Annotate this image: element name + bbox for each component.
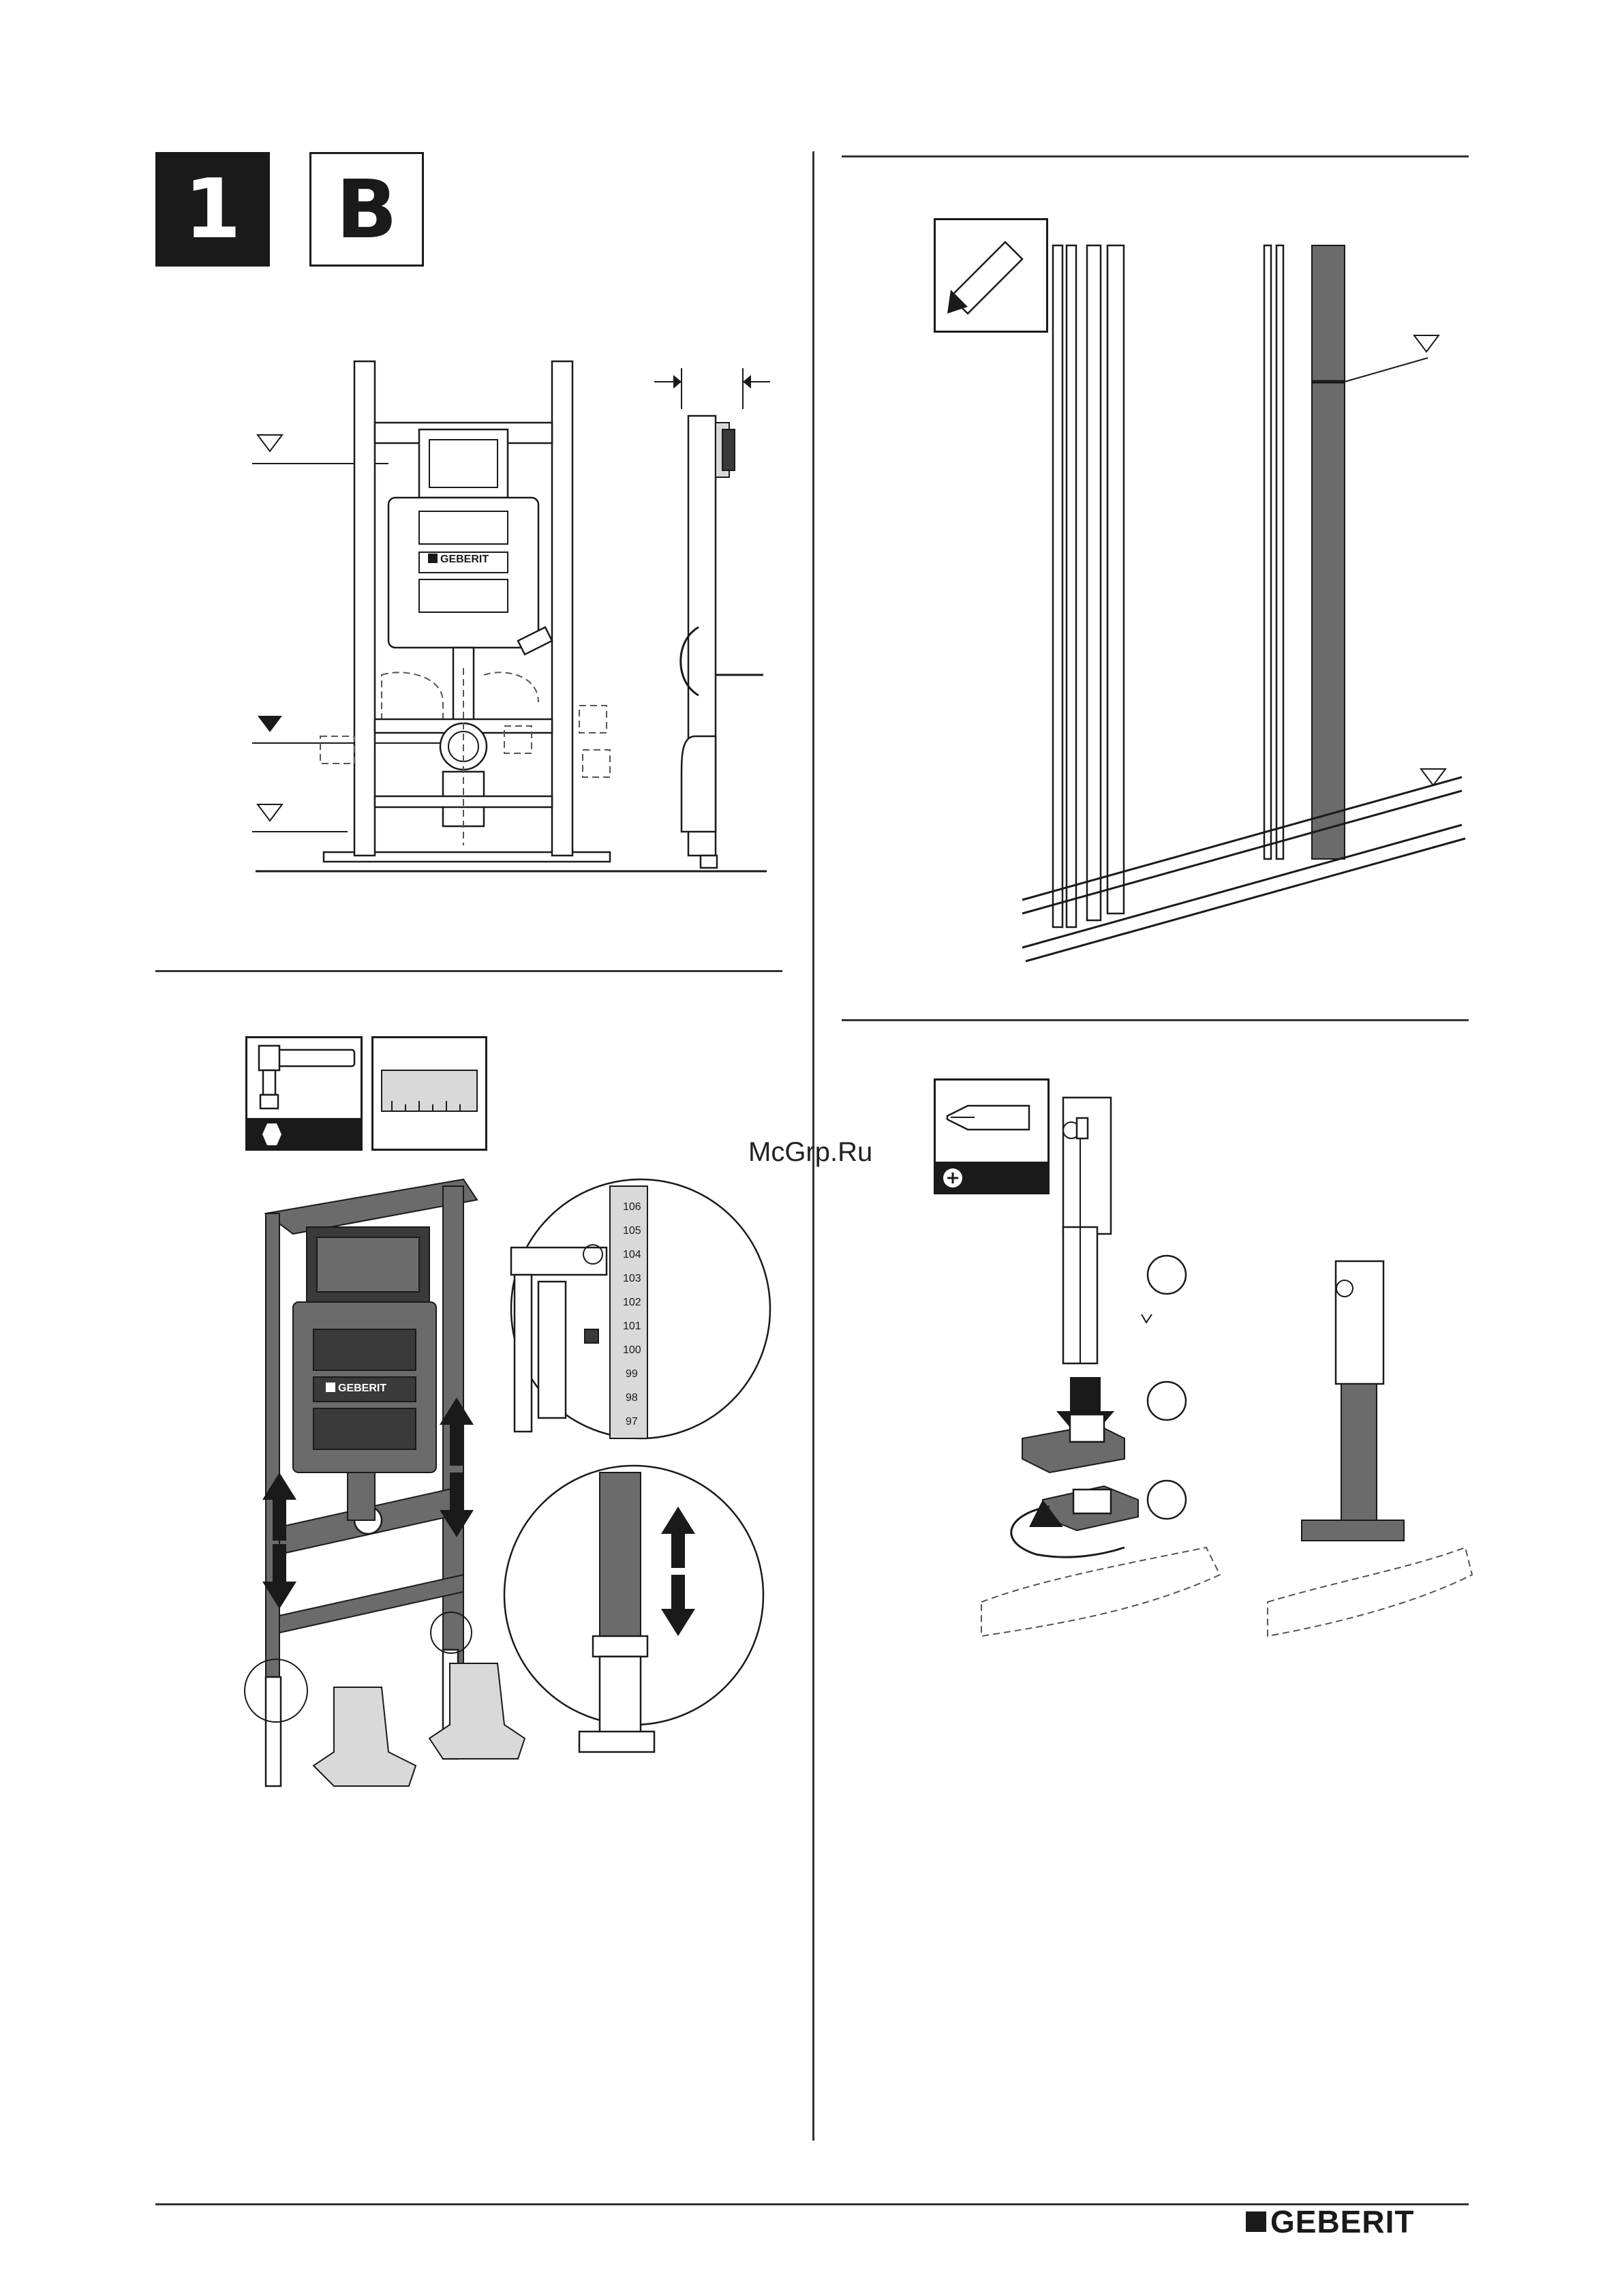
foot-assembly-figure (968, 1091, 1472, 1677)
mark-level-top (1345, 335, 1439, 382)
profile-marking-figure (1019, 239, 1469, 975)
frame-height-adjust-figure: GEBERIT 97 98 99 100 101 102 103 104 105… (239, 1173, 784, 1807)
watermark: McGrp.Ru (748, 1137, 872, 1168)
frame-logo: GEBERIT (338, 1383, 386, 1394)
step-variant: B (309, 152, 424, 267)
brand-square-icon (1246, 2211, 1266, 2232)
ruler-tick-101: 101 (623, 1320, 641, 1332)
ruler-tick-103: 103 (623, 1273, 641, 1284)
ruler-tick-98: 98 (626, 1392, 638, 1404)
section-divider-left (155, 970, 782, 972)
front-logo: GEBERIT (440, 554, 489, 565)
ruler-tick-104: 104 (623, 1249, 641, 1260)
section-divider-top-right (842, 155, 1469, 157)
ruler-tick-100: 100 (623, 1344, 641, 1356)
ruler-tick-102: 102 (623, 1297, 641, 1308)
ruler-tick-106: 106 (623, 1201, 641, 1213)
step-number: 1 (155, 152, 270, 267)
step-circle-3 (1148, 1481, 1186, 1519)
socket-wrench-icon (245, 1036, 363, 1151)
step-circle-2 (1148, 1382, 1186, 1420)
ruler-tick-97: 97 (626, 1416, 638, 1428)
frame-elevation-figure: GEBERIT (245, 354, 784, 886)
section-divider-right (842, 1019, 1469, 1021)
ruler-tick-105: 105 (623, 1225, 641, 1237)
footer-brand: GEBERIT (1246, 2203, 1414, 2240)
ruler-tick-99: 99 (626, 1368, 638, 1380)
ruler-icon (371, 1036, 487, 1151)
side-view (654, 368, 770, 868)
footer-brand-text: GEBERIT (1270, 2203, 1414, 2240)
step-circle-1 (1148, 1256, 1186, 1294)
level-mark-floor (252, 804, 348, 832)
